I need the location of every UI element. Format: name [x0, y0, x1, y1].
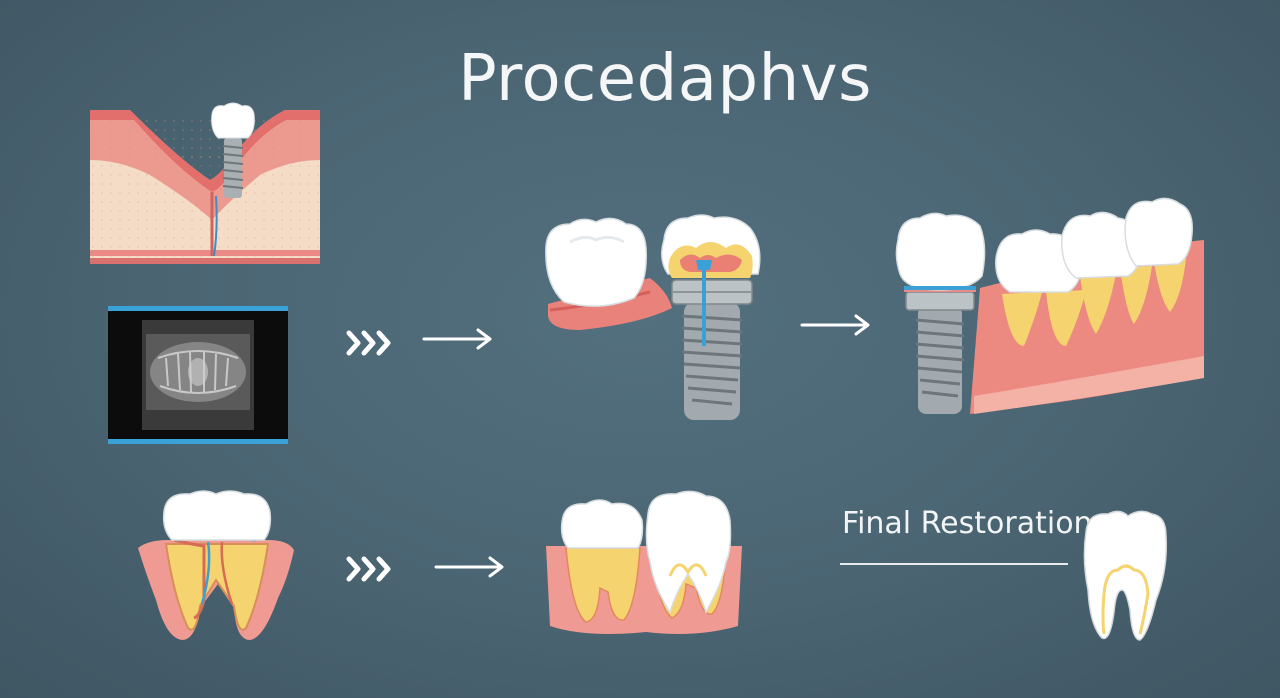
implant-in-arch: [890, 196, 1206, 418]
bone-cross-section-icon: [90, 102, 320, 264]
xray-panel-icon: [108, 306, 288, 444]
arrow-right-icon: [800, 314, 870, 336]
arrow-right: [800, 314, 872, 336]
label-underline: [840, 563, 1068, 565]
tooth-icon: [138, 490, 294, 640]
triple-chevron: [346, 556, 394, 582]
xray-panel: [108, 306, 288, 444]
arrow-right-icon: [434, 556, 504, 578]
arrow-right: [434, 556, 506, 578]
triple-chevron-icon: [346, 330, 391, 356]
tooth-cross-section: [138, 488, 294, 644]
implant-with-crown: [540, 212, 766, 426]
final-tooth: [1082, 510, 1168, 644]
implant-icon: [895, 197, 1204, 414]
teeth-in-gum: [546, 490, 742, 638]
triple-chevron: [346, 330, 394, 356]
arrow-right: [422, 328, 494, 350]
final-restoration-label: Final Restoration: [842, 506, 1093, 541]
diagram-title: Procedaphvs: [458, 42, 872, 116]
implant-icon: [545, 214, 761, 420]
bone-cross-section: [90, 100, 322, 272]
tooth-icon: [1083, 510, 1168, 641]
tooth-icon: [546, 490, 742, 634]
triple-chevron-icon: [346, 556, 391, 582]
arrow-right-icon: [422, 328, 492, 350]
